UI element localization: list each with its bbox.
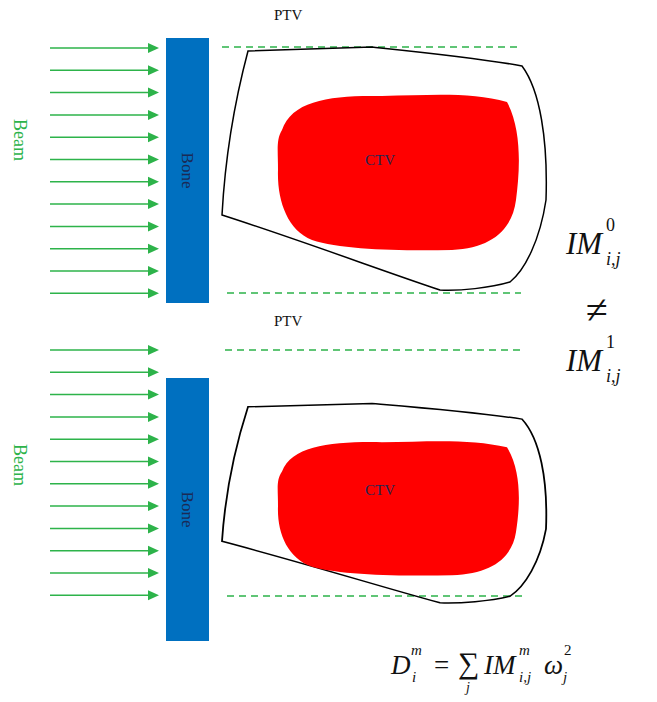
formula-symbol: IM [566, 345, 602, 376]
formula-symbol: i,j [519, 670, 531, 685]
ctv-label: CTV [365, 153, 395, 168]
beam-arrow [50, 248, 150, 250]
beam-label: Beam [11, 119, 29, 161]
formula-symbol: 0 [606, 216, 615, 234]
ctv-region: CTV [272, 90, 522, 252]
arrowhead [148, 132, 159, 142]
bone-block: Bone [166, 378, 209, 641]
formula-symbol: m [519, 643, 530, 658]
beam-arrow [50, 181, 150, 183]
beam-arrow [50, 505, 150, 507]
ptv-outline [222, 47, 546, 290]
arrowhead [148, 412, 159, 422]
beam-arrow [50, 159, 150, 161]
arrowhead [148, 221, 159, 231]
arrowhead [148, 244, 159, 254]
beam-arrow [50, 528, 150, 530]
ctv-label: CTV [365, 483, 395, 498]
arrowhead [148, 546, 159, 556]
beam-arrow [50, 70, 150, 72]
arrowhead [148, 288, 159, 298]
arrowhead [148, 345, 159, 355]
formula-symbol: 1 [606, 333, 615, 351]
beam-arrow [50, 461, 150, 463]
beam-arrow [50, 293, 150, 295]
arrowhead [148, 457, 159, 467]
beam-arrow [50, 92, 150, 94]
beam-arrows [50, 43, 159, 600]
formula-symbol: PTV [274, 8, 302, 23]
formula-symbol: IM [566, 228, 602, 259]
ctv-shape [272, 437, 522, 577]
arrowhead [148, 88, 159, 98]
formula-symbol: i,j [606, 250, 621, 268]
arrowhead [148, 43, 159, 53]
arrowhead [148, 501, 159, 511]
beam-arrow [50, 394, 150, 396]
formula-symbol: ∑ [458, 648, 479, 678]
beam-arrow [50, 572, 150, 574]
arrowhead [148, 523, 159, 533]
formula-symbol: IM [484, 652, 515, 679]
beam-arrow [50, 203, 150, 205]
formula-symbol: D [391, 652, 411, 679]
bone-block: Bone [166, 38, 209, 303]
arrowhead [148, 390, 159, 400]
formula-symbol: i,j [606, 367, 621, 385]
dashed-line [227, 292, 521, 294]
arrowhead [148, 65, 159, 75]
beam-arrow [50, 595, 150, 597]
dashed-line [225, 349, 522, 351]
arrowhead [148, 266, 159, 276]
beam-arrow [50, 550, 150, 552]
formula-symbol: = [434, 652, 449, 679]
arrowhead [148, 568, 159, 578]
arrowhead [148, 590, 159, 600]
arrowhead [148, 155, 159, 165]
dashed-line [227, 595, 522, 597]
beam-label: Beam [11, 444, 29, 486]
formula-symbol: ≠ [586, 290, 608, 330]
beam-arrow [50, 372, 150, 374]
beam-arrow [50, 136, 150, 138]
beam-arrow [50, 483, 150, 485]
formula-symbol: j [563, 670, 567, 685]
arrowhead [148, 199, 159, 209]
ctv-region: CTV [272, 437, 522, 577]
arrowhead [148, 110, 159, 120]
beam-arrow [50, 47, 150, 49]
bone-label: Bone [179, 153, 196, 189]
beam-arrow [50, 349, 150, 351]
beam-arrow [50, 114, 150, 116]
formula-symbol: m [411, 643, 422, 658]
arrowhead [148, 434, 159, 444]
formula-symbol: j [466, 681, 470, 695]
formula-symbol: i [412, 670, 416, 685]
beam-arrow [50, 438, 150, 440]
arrowhead [148, 367, 159, 377]
formula-symbol: 2 [564, 643, 572, 658]
beam-arrow [50, 416, 150, 418]
beam-arrow [50, 270, 150, 272]
arrowhead [148, 177, 159, 187]
formula-symbol: ω [544, 652, 563, 679]
bone-label: Bone [179, 492, 196, 528]
ctv-shape [272, 90, 522, 252]
arrowhead [148, 479, 159, 489]
ptv-outline [222, 404, 546, 603]
formula-symbol: PTV [274, 314, 302, 329]
beam-arrow [50, 226, 150, 228]
